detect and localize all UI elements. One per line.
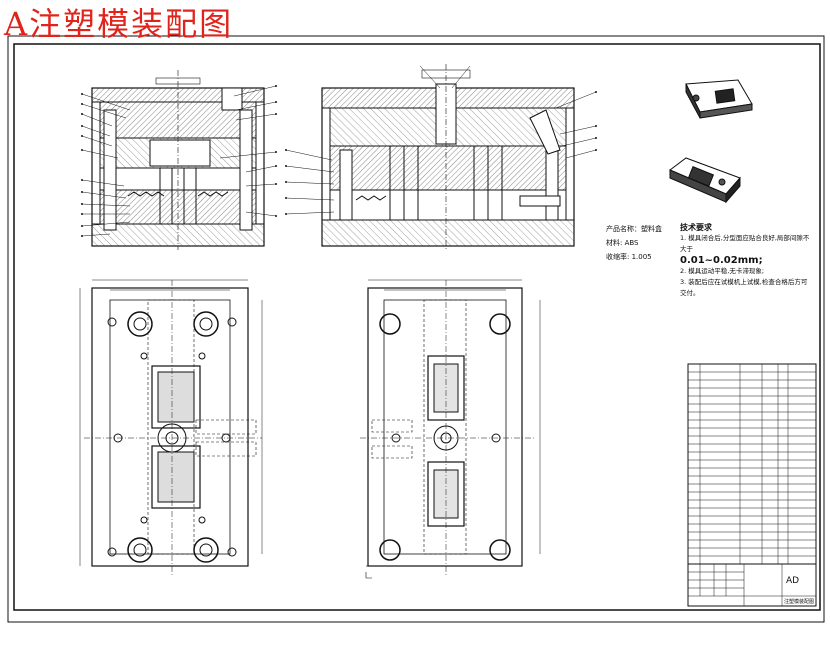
drawing-title: A注塑模装配图 — [4, 5, 234, 43]
outer-frame — [7, 35, 825, 623]
tech-item-3: 3. 装配后应在试模机上试模,检查合格后方可交付。 — [680, 278, 808, 297]
corner-marks — [365, 565, 372, 579]
part-isometric-1 — [685, 79, 753, 119]
product-name-note: 产品名称：塑料盒 — [606, 225, 662, 233]
title-block-code: AD — [786, 576, 800, 586]
material-note: 材料: ABS — [606, 239, 639, 247]
tech-item-1b: 0.01~0.02mm; — [680, 255, 763, 266]
tech-requirements: 技术要求 1. 模具闭合后,分型面应贴合良好,局部间隙不大于 0.01~0.02… — [680, 222, 810, 299]
left-section-view — [91, 70, 265, 250]
tech-item-1: 1. 模具闭合后,分型面应贴合良好,局部间隙不大于 — [680, 234, 810, 253]
title-block-unit: 注塑模装配图 — [784, 599, 815, 605]
left-plan-view — [79, 279, 263, 576]
right-leader-lines — [285, 65, 597, 215]
tech-item-2: 2. 模具运动平稳,无卡滞现象; — [680, 267, 765, 275]
inner-frame — [13, 43, 821, 611]
part-isometric-2 — [669, 157, 741, 204]
right-section-view — [321, 64, 575, 250]
shrink-note: 收缩率: 1.005 — [606, 253, 652, 261]
title-block — [687, 563, 817, 607]
left-leader-lines — [81, 85, 277, 237]
parts-list-table — [687, 363, 817, 565]
callout-markers — [81, 85, 597, 237]
tech-heading: 技术要求 — [680, 223, 712, 232]
right-plan-view — [360, 279, 541, 576]
